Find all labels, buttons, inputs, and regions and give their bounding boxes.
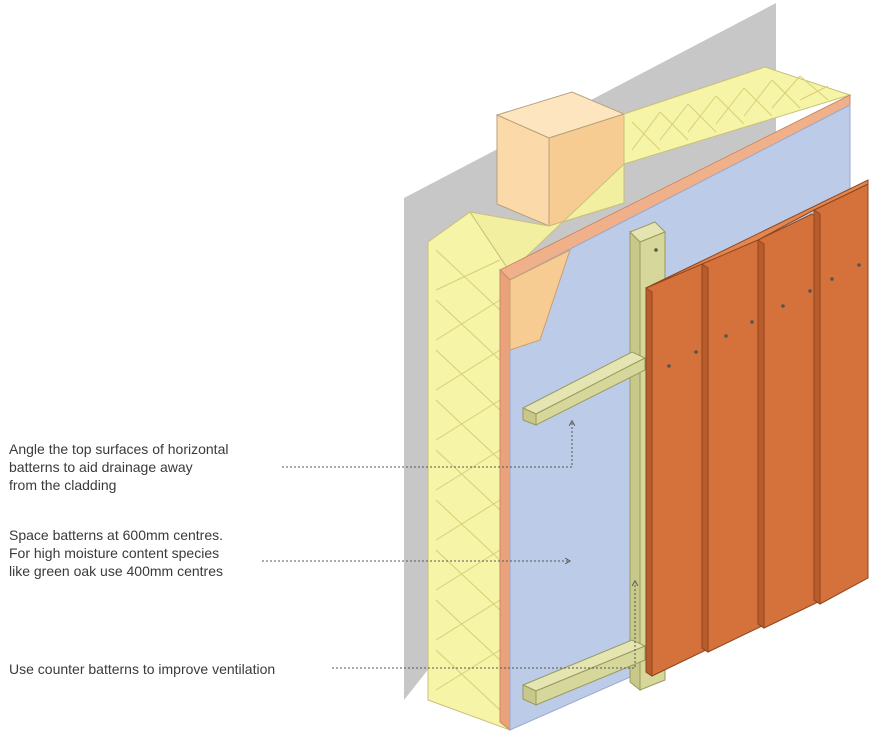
nail-heads (654, 248, 861, 368)
cladding-board-2 (701, 237, 763, 653)
horizontal-batten-lower (521, 639, 647, 706)
cladding-board-4 (813, 183, 869, 605)
leader-drainage (282, 419, 576, 468)
top-block (495, 91, 626, 227)
side-insulation (427, 211, 511, 731)
cladding-boards (645, 179, 869, 677)
cladding-board-1 (645, 261, 707, 677)
horizontal-batten-upper (521, 351, 647, 426)
ventilation-note: Use counter batterns to improve ventilat… (9, 661, 276, 677)
membrane-fold (509, 249, 571, 351)
spacing-note: Space batterns at 600mm centres. For hig… (9, 527, 223, 579)
leader-ventilation (332, 579, 639, 669)
upper-insulation-wedge (468, 162, 625, 273)
cladding-board-3 (757, 213, 819, 629)
drainage-note: Angle the top surfaces of horizontal bat… (9, 441, 229, 493)
